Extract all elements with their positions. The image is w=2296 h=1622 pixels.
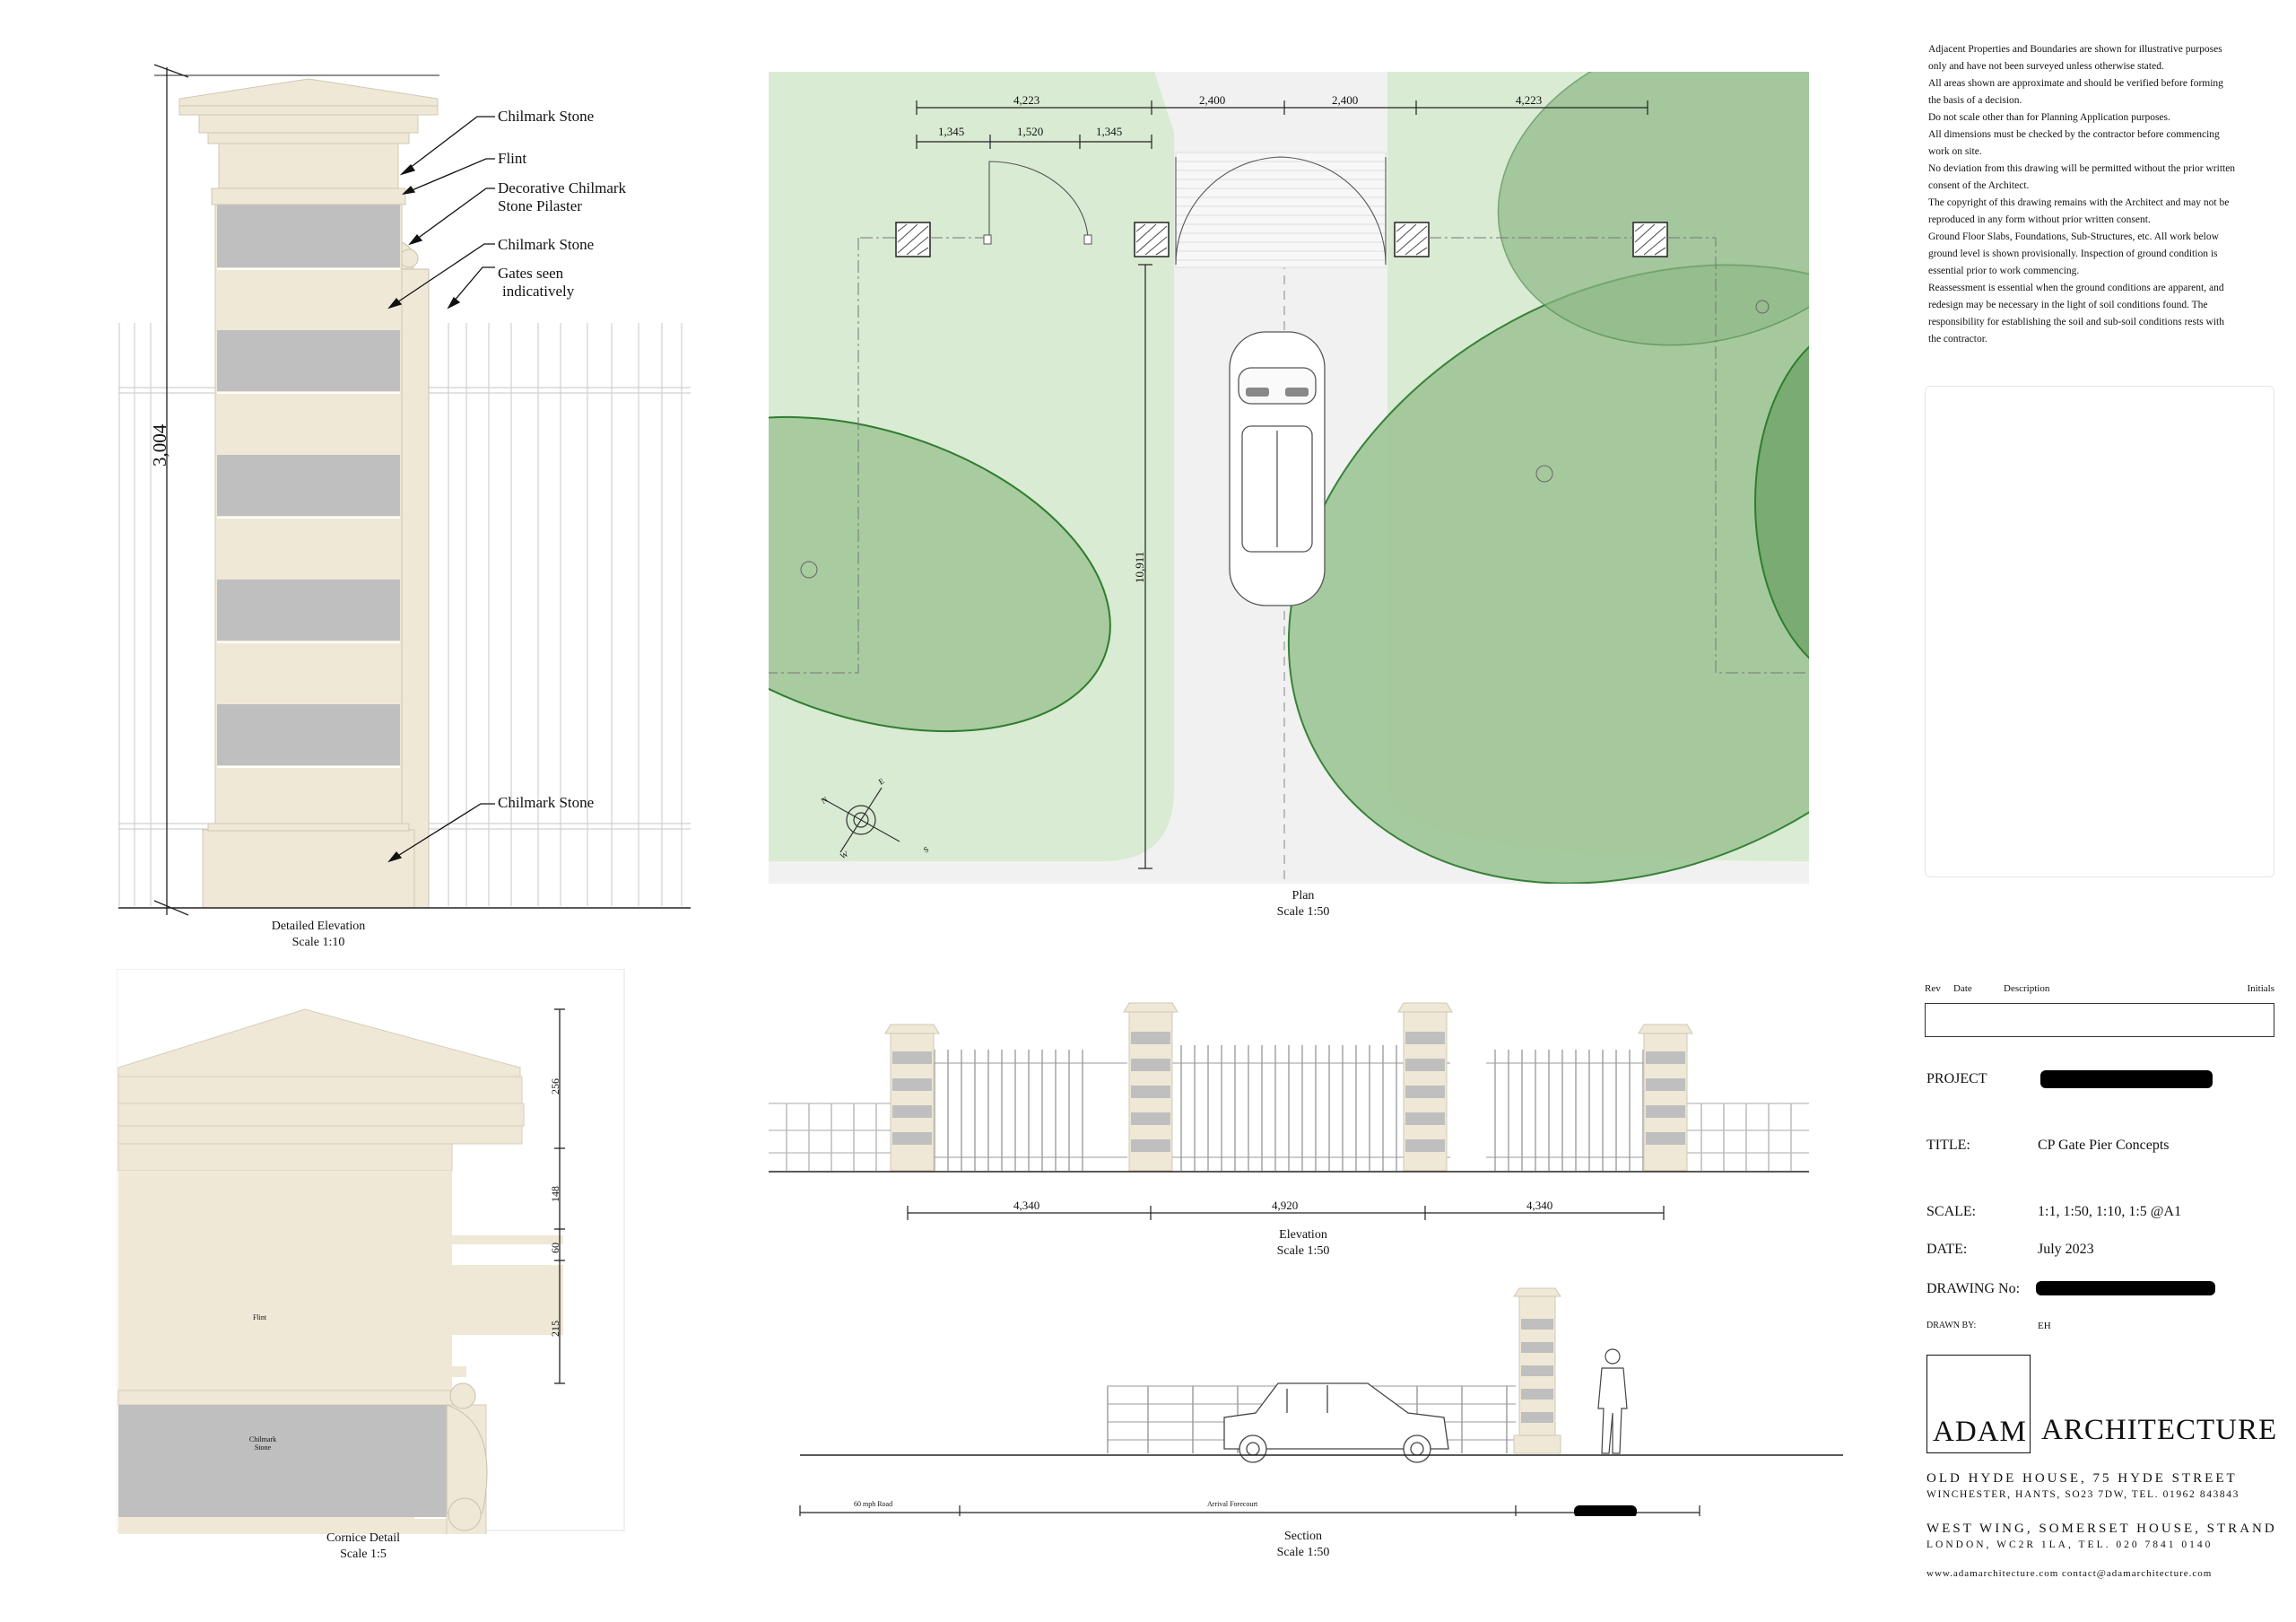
label-chilmark-stone-base: Chilmark Stone: [498, 794, 595, 811]
note-line: Do not scale other than for Planning App…: [1928, 112, 2170, 123]
date-label: DATE:: [1926, 1242, 1968, 1257]
label-decorative-chilmark: Decorative Chilmark: [498, 179, 627, 196]
note-line: The copyright of this drawing remains wi…: [1928, 197, 2230, 208]
caption-title: Detailed Elevation: [271, 920, 366, 933]
description-header: Description: [2004, 983, 2050, 994]
general-notes: Adjacent Properties and Boundaries are s…: [1928, 41, 2278, 348]
section-drawing: [799, 1287, 1843, 1516]
note-line: responsibility for establishing the soil…: [1928, 317, 2224, 327]
label-chilmark-stone-top: Chilmark Stone: [498, 108, 595, 125]
note-line: reproduced in any form without prior wri…: [1928, 214, 2151, 225]
note-line: consent of the Architect.: [1928, 180, 2030, 191]
section-forecourt-label: Arrival Forecourt: [1207, 1500, 1258, 1508]
drawn-by-label: DRAWN BY:: [1926, 1321, 1977, 1330]
note-line: the basis of a decision.: [1928, 95, 2022, 106]
scale-value: 1:1, 1:50, 1:10, 1:5 @A1: [2038, 1204, 2182, 1219]
caption-title: Elevation: [1279, 1228, 1327, 1242]
cornice-stone-label: Chilmark Stone: [245, 1435, 281, 1452]
logo-box: ADAM: [1926, 1355, 2031, 1453]
plan-caption: Plan Scale 1:50: [1213, 888, 1393, 920]
elevation-height-dimension: 3,004: [149, 423, 170, 467]
note-line: ground level is shown provisionally. Ins…: [1928, 249, 2218, 259]
caption-scale: Scale 1:50: [1276, 1244, 1330, 1258]
firm-name-adam: ADAM: [1933, 1416, 2027, 1448]
label-indicatively: indicatively: [502, 283, 575, 300]
note-line: Ground Floor Slabs, Foundations, Sub-Str…: [1928, 231, 2219, 242]
plan-dim-4: 4,223: [1516, 93, 1543, 107]
label-chilmark-stone-mid: Chilmark Stone: [498, 236, 595, 253]
address-line-4: LONDON, WC2R 1LA, TEL. 020 7841 0140: [1926, 1539, 2213, 1550]
detailed-elevation-drawing: [118, 64, 691, 916]
note-line: No deviation from this drawing will be p…: [1928, 163, 2236, 174]
plan-sub-dim-1: 1,345: [938, 125, 965, 138]
plan-vertical-dim: 10,911: [1133, 551, 1146, 583]
cornice-flint-label: Flint: [253, 1313, 267, 1321]
plan-sub-dim-3: 1,345: [1096, 125, 1123, 138]
cornice-stone-line-2: Stone: [254, 1443, 272, 1452]
note-line: All areas shown are approximate and shou…: [1928, 78, 2223, 89]
caption-title: Cornice Detail: [326, 1531, 401, 1545]
blank-panel: [1925, 386, 2274, 877]
note-line: Adjacent Properties and Boundaries are s…: [1928, 44, 2222, 55]
note-line: only and have not been surveyed unless o…: [1928, 61, 2164, 72]
plan-dim-3: 2,400: [1332, 93, 1359, 107]
note-line: All dimensions must be checked by the co…: [1928, 129, 2220, 140]
plan-dim-2: 2,400: [1199, 93, 1226, 107]
address-line-3: WEST WING, SOMERSET HOUSE, STRAND: [1926, 1522, 2277, 1536]
cornice-dim-215: 215: [549, 1321, 561, 1337]
caption-scale: Scale 1:50: [1276, 905, 1330, 919]
firm-name-architecture: ARCHITECTURE: [2041, 1414, 2278, 1446]
rev-header: Rev: [1925, 983, 1941, 994]
note-line: the contractor.: [1928, 334, 1987, 344]
elevation-drawing: [769, 1002, 1809, 1220]
plan-sub-dim-2: 1,520: [1017, 125, 1044, 138]
note-line: essential prior to work commencing.: [1928, 266, 2080, 276]
label-flint: Flint: [498, 150, 527, 167]
plan-drawing: [769, 72, 1809, 884]
cornice-dim-60: 60: [549, 1243, 561, 1253]
note-line: Reassessment is essential when the groun…: [1928, 283, 2224, 293]
address-line-1: OLD HYDE HOUSE, 75 HYDE STREET: [1926, 1471, 2238, 1486]
drawing-no-label: DRAWING No:: [1926, 1281, 2021, 1296]
elevation-caption: Elevation Scale 1:50: [1213, 1227, 1393, 1260]
section-caption: Section Scale 1:50: [1213, 1529, 1393, 1561]
cornice-dim-148: 148: [549, 1186, 561, 1202]
cornice-dim-256: 256: [549, 1078, 561, 1094]
plan-dim-1: 4,223: [1013, 93, 1040, 107]
caption-scale: Scale 1:10: [291, 936, 345, 949]
label-gates-seen: Gates seen: [498, 265, 564, 282]
project-redaction: [2040, 1070, 2213, 1088]
note-line: work on site.: [1928, 146, 1982, 157]
scale-label: SCALE:: [1926, 1204, 1977, 1219]
title-label: TITLE:: [1926, 1138, 1970, 1153]
drawn-by-value: EH: [2038, 1321, 2051, 1331]
elevation-dim-1: 4,340: [1013, 1199, 1040, 1212]
cornice-caption: Cornice Detail Scale 1:5: [274, 1530, 453, 1563]
title-value: CP Gate Pier Concepts: [2038, 1138, 2170, 1153]
caption-scale: Scale 1:5: [340, 1548, 387, 1561]
elevation-dim-3: 4,340: [1526, 1199, 1553, 1212]
date-header: Date: [1953, 983, 1972, 994]
revision-box: [1925, 1003, 2274, 1037]
note-line: redesign may be necessary in the light o…: [1928, 300, 2208, 310]
date-value: July 2023: [2038, 1242, 2094, 1257]
website-contact: www.adamarchitecture.com contact@adamarc…: [1926, 1568, 2213, 1579]
address-line-2: WINCHESTER, HANTS, SO23 7DW, TEL. 01962 …: [1926, 1489, 2239, 1500]
drawing-no-redaction: [2036, 1281, 2215, 1295]
caption-title: Section: [1284, 1530, 1322, 1543]
label-stone-pilaster: Stone Pilaster: [498, 197, 582, 214]
detailed-elevation-caption: Detailed Elevation Scale 1:10: [229, 919, 408, 951]
project-label: PROJECT: [1926, 1071, 1987, 1086]
initials-header: Initials: [2247, 983, 2274, 994]
section-road-label: 60 mph Road: [854, 1500, 893, 1508]
cornice-stone-line-1: Chilmark: [248, 1435, 277, 1443]
elevation-dim-2: 4,920: [1272, 1199, 1299, 1212]
caption-title: Plan: [1292, 889, 1315, 903]
cornice-detail-drawing: [117, 969, 625, 1534]
caption-scale: Scale 1:50: [1276, 1546, 1330, 1559]
